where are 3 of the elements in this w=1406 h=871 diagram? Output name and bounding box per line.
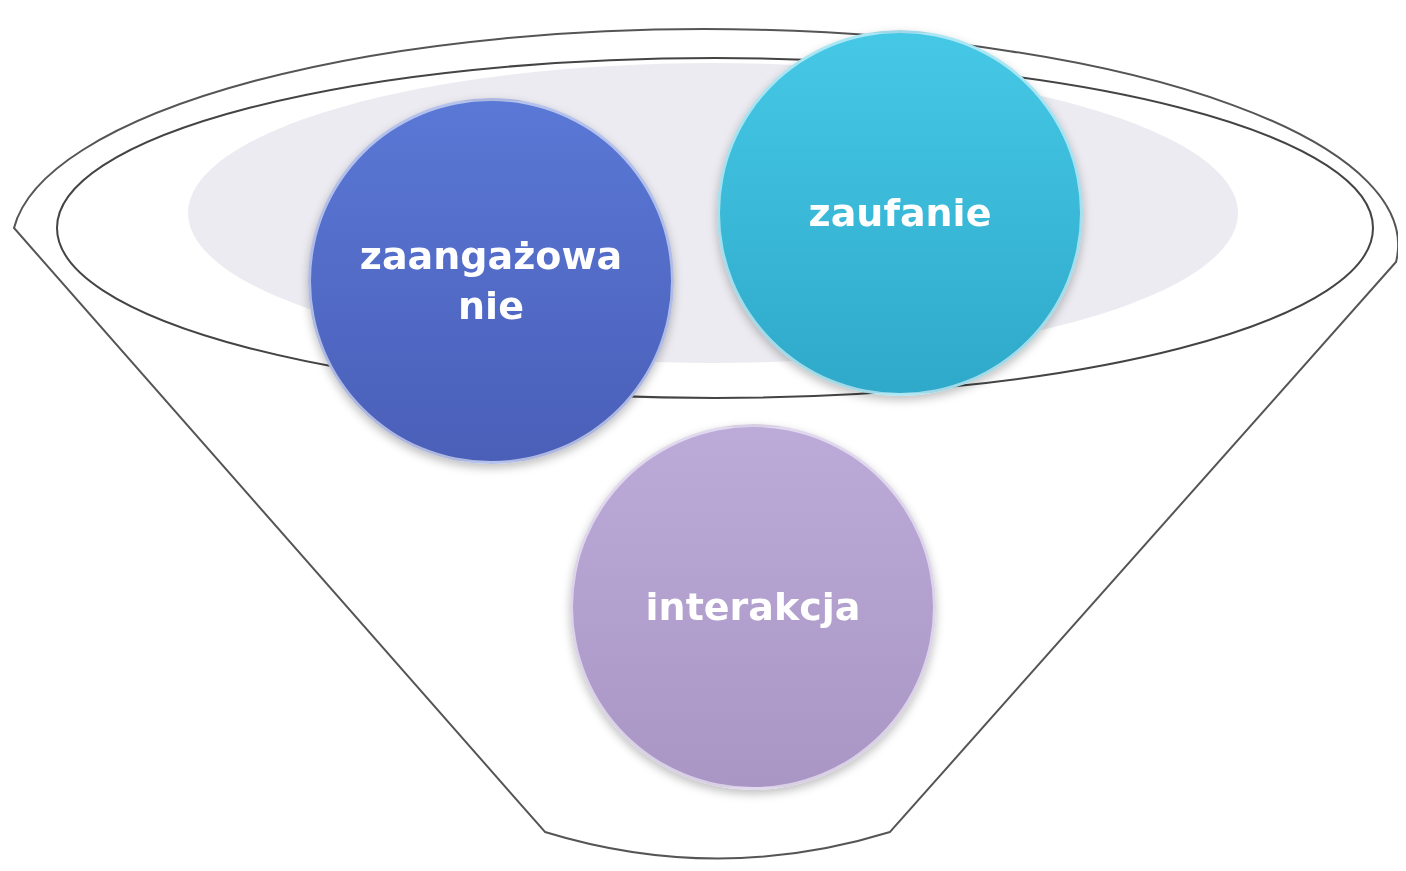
circle-label: zaufanie bbox=[807, 190, 993, 237]
circle-label: zaangażowa nie bbox=[358, 233, 624, 330]
circle-label: interakcja bbox=[644, 584, 862, 631]
